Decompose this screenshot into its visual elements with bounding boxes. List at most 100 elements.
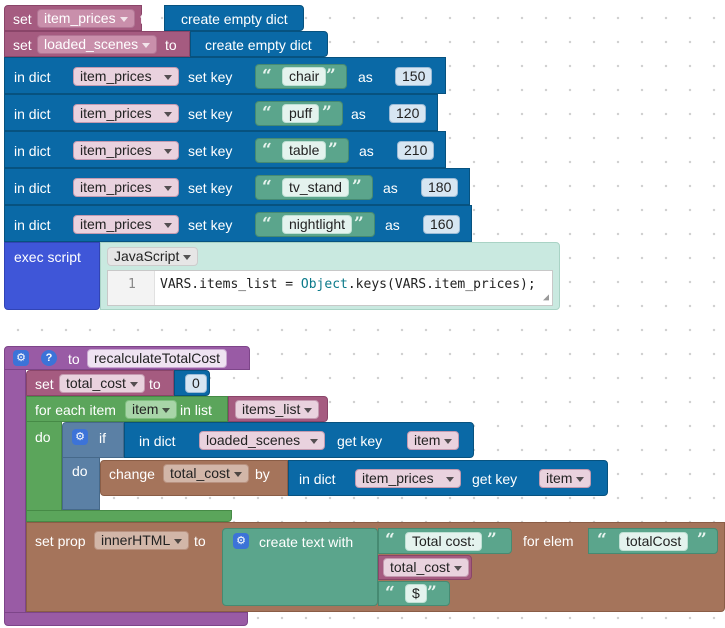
key-text-field[interactable]: puff: [282, 104, 320, 123]
in-dict-label: in dict: [14, 143, 51, 159]
text-field[interactable]: $: [405, 584, 427, 603]
in-list-label: in list: [180, 402, 212, 418]
code-line: VARS.items_list = Object.keys(VARS.item_…: [160, 277, 536, 292]
dict-variable-dropdown[interactable]: item_prices: [73, 178, 179, 197]
dict-set-key-block[interactable]: in dict item_prices set key “ puff ” as …: [4, 94, 438, 131]
key-text-block[interactable]: “ table ”: [255, 138, 349, 163]
key-variable-dropdown[interactable]: item: [539, 469, 592, 488]
key-text-block[interactable]: “ chair ”: [255, 64, 347, 89]
resize-handle-icon[interactable]: ◢: [542, 292, 549, 303]
gear-icon[interactable]: ⚙: [13, 350, 29, 366]
key-text-block[interactable]: “ tv_stand ”: [255, 175, 373, 200]
in-dict-label: in dict: [139, 433, 176, 449]
dict-variable-dropdown[interactable]: item_prices: [73, 141, 179, 160]
code-editor[interactable]: 1 VARS.items_list = Object.keys(VARS.ite…: [107, 270, 553, 306]
dict-variable-dropdown[interactable]: loaded_scenes: [199, 431, 325, 450]
key-text-field[interactable]: nightlight: [282, 215, 353, 234]
variable-dropdown-total-cost[interactable]: total_cost: [163, 464, 249, 483]
set-loaded-scenes-block[interactable]: set loaded_scenes to: [4, 31, 190, 57]
open-quote-icon: “: [262, 66, 272, 86]
create-text-block[interactable]: ⚙ create text with: [222, 528, 378, 606]
create-empty-dict-block[interactable]: create empty dict: [190, 31, 328, 57]
dict-get-key-block[interactable]: in dict loaded_scenes get key item: [124, 422, 474, 458]
exec-script-block[interactable]: exec script: [4, 242, 100, 310]
dict-variable-dropdown[interactable]: item_prices: [73, 215, 179, 234]
number-field[interactable]: 160: [423, 215, 461, 234]
open-quote-icon: “: [385, 583, 395, 603]
dict-set-key-block[interactable]: in dict item_prices set key “ nightlight…: [4, 205, 472, 242]
gear-icon[interactable]: ⚙: [72, 429, 88, 445]
script-block[interactable]: JavaScript 1 VARS.items_list = Object.ke…: [100, 242, 560, 310]
set-label: set: [35, 376, 54, 392]
code-keyword: Object: [300, 277, 348, 292]
close-quote-icon: ”: [322, 103, 332, 123]
number-field[interactable]: 180: [421, 178, 459, 197]
dict-set-key-block[interactable]: in dict item_prices set key “ table ” as…: [4, 131, 446, 168]
if-block[interactable]: ⚙ if: [62, 422, 124, 458]
text-field[interactable]: Total cost:: [405, 532, 483, 551]
code-text-part: VARS.items_list =: [160, 277, 301, 292]
number-field[interactable]: 0: [185, 374, 207, 393]
open-quote-icon: “: [597, 530, 607, 550]
text-field[interactable]: totalCost: [619, 532, 689, 551]
close-quote-icon: ”: [487, 530, 497, 550]
key-text-block[interactable]: “ puff ”: [255, 101, 343, 126]
in-dict-label: in dict: [14, 106, 51, 122]
by-label: by: [255, 466, 270, 482]
key-text-field[interactable]: chair: [282, 67, 327, 86]
gear-icon[interactable]: ⚙: [233, 533, 249, 549]
dict-variable-dropdown[interactable]: item_prices: [73, 104, 179, 123]
change-block[interactable]: change total_cost by: [100, 460, 288, 496]
create-empty-dict-block[interactable]: create empty dict: [164, 5, 304, 31]
number-field[interactable]: 210: [397, 141, 435, 160]
variable-dropdown-item-prices[interactable]: item_prices: [37, 9, 135, 28]
variable-dropdown-loaded-scenes[interactable]: loaded_scenes: [37, 35, 158, 54]
help-icon[interactable]: ?: [41, 350, 57, 366]
item-variable-dropdown[interactable]: item: [125, 400, 178, 419]
property-dropdown[interactable]: innerHTML: [94, 531, 190, 550]
line-gutter: 1: [108, 271, 155, 305]
number-field[interactable]: 120: [389, 104, 427, 123]
set-item-prices-block[interactable]: set item_prices to: [4, 5, 152, 31]
text-block[interactable]: “ $ ”: [378, 581, 450, 606]
dict-variable-dropdown[interactable]: item_prices: [355, 469, 461, 488]
list-variable-block[interactable]: items_list: [228, 396, 328, 422]
language-dropdown[interactable]: JavaScript: [107, 247, 199, 266]
procedure-block[interactable]: ⚙ ? to recalculateTotalCost: [4, 346, 250, 370]
in-dict-label: in dict: [14, 180, 51, 196]
set-label: set: [13, 37, 32, 53]
do-label: do: [35, 429, 51, 445]
line-number: 1: [128, 277, 136, 292]
to-label: to: [68, 351, 80, 367]
dict-variable-dropdown[interactable]: item_prices: [73, 67, 179, 86]
key-variable-dropdown[interactable]: item: [407, 431, 460, 450]
in-dict-label: in dict: [14, 217, 51, 233]
elem-text-block[interactable]: “ totalCost ”: [588, 528, 718, 554]
get-key-label: get key: [337, 433, 383, 449]
for-each-block[interactable]: for each item item in list: [26, 396, 228, 422]
procedure-footer: [4, 612, 248, 626]
function-name-field[interactable]: recalculateTotalCost: [87, 349, 228, 368]
text-block[interactable]: “ Total cost: ”: [378, 528, 512, 554]
do-label: do: [72, 463, 88, 479]
key-text-field[interactable]: table: [282, 141, 327, 160]
number-block[interactable]: 0: [174, 370, 210, 396]
number-field[interactable]: 150: [395, 67, 433, 86]
variable-dropdown-total-cost[interactable]: total_cost: [59, 374, 145, 393]
dict-get-key-block[interactable]: in dict item_prices get key item: [288, 460, 608, 496]
set-total-cost-block[interactable]: set total_cost to: [26, 370, 174, 396]
code-text-part: .keys(VARS.item_prices);: [347, 277, 536, 292]
open-quote-icon: “: [262, 103, 272, 123]
dict-set-key-block[interactable]: in dict item_prices set key “ tv_stand ”…: [4, 168, 470, 205]
set-key-label: set key: [188, 180, 233, 196]
variable-get-block[interactable]: total_cost: [378, 555, 472, 580]
close-quote-icon: ”: [352, 177, 362, 197]
key-text-field[interactable]: tv_stand: [282, 178, 349, 197]
open-quote-icon: “: [385, 530, 395, 550]
set-key-label: set key: [188, 217, 233, 233]
close-quote-icon: ”: [354, 214, 364, 234]
variable-dropdown-total-cost[interactable]: total_cost: [383, 558, 469, 577]
key-text-block[interactable]: “ nightlight ”: [255, 212, 375, 237]
dict-set-key-block[interactable]: in dict item_prices set key “ chair ” as…: [4, 57, 446, 94]
list-variable-dropdown[interactable]: items_list: [235, 400, 320, 419]
